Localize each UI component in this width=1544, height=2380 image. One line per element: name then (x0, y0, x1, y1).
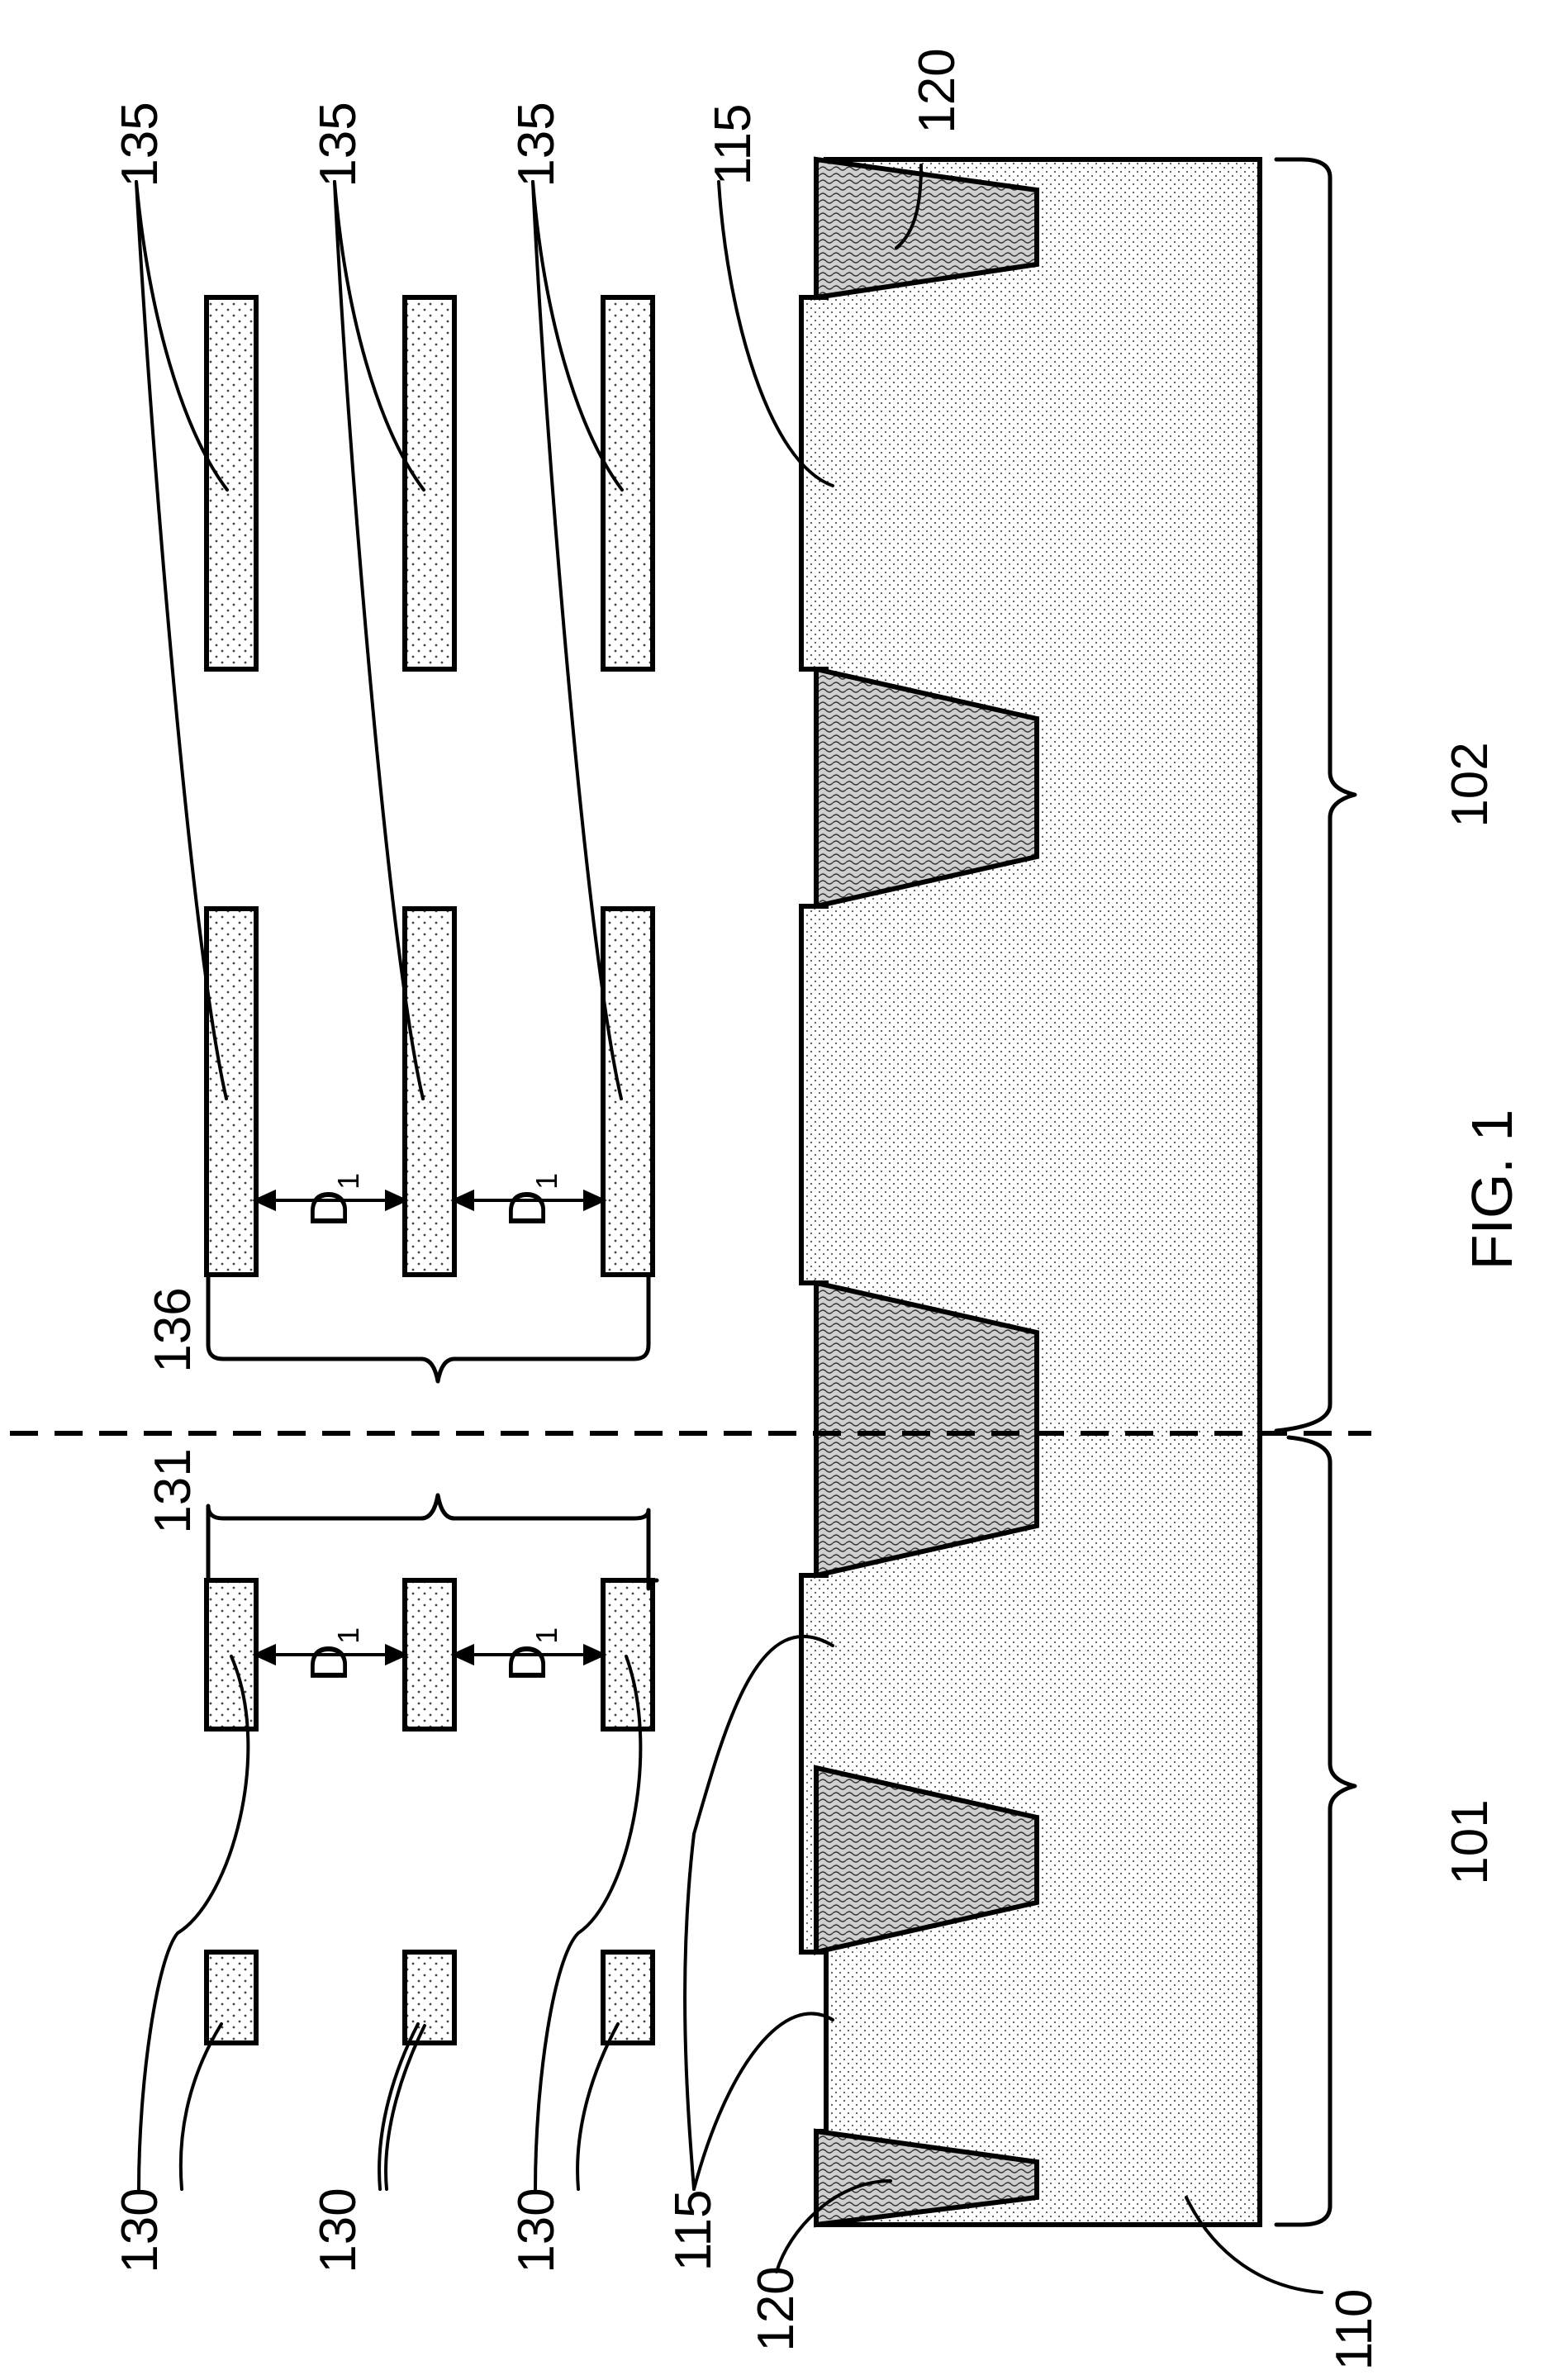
svg-text:D1: D1 (299, 1627, 365, 1682)
line-135 (603, 297, 653, 669)
label-131: 131 (145, 1448, 202, 1533)
spacing-label: D1 (299, 1173, 365, 1228)
line-130 (405, 1952, 454, 2043)
line-135 (207, 909, 256, 1275)
line-130 (603, 1580, 653, 1729)
second-lines (207, 297, 653, 1275)
label-135-middle: 135 (310, 102, 367, 187)
svg-text:D1: D1 (497, 1627, 563, 1682)
line-130 (405, 1580, 454, 1729)
label-136: 136 (145, 1287, 202, 1372)
label-135-top: 135 (112, 102, 169, 187)
label-110: 110 (1326, 2289, 1383, 2371)
spacing-label: D1 (299, 1627, 365, 1682)
isolation-trench (816, 1283, 1037, 1575)
label-120-left: 120 (748, 2266, 805, 2351)
brace-101 (1276, 1437, 1355, 2225)
spacing-label: D1 (497, 1173, 563, 1228)
figure-caption: FIG. 1 (1460, 1109, 1524, 1270)
label-120-right: 120 (909, 48, 966, 133)
label-130-top: 130 (112, 2188, 169, 2273)
label-115-right: 115 (705, 104, 762, 186)
label-130-bottom: 130 (508, 2188, 565, 2273)
label-101: 101 (1442, 1799, 1499, 1884)
svg-text:D1: D1 (299, 1173, 365, 1228)
line-135 (405, 909, 454, 1275)
label-115-left: 115 (665, 2190, 722, 2272)
brace-102 (1276, 159, 1355, 1431)
line-135 (405, 297, 454, 669)
label-102: 102 (1442, 742, 1499, 827)
brace-131 (208, 1495, 657, 1589)
line-135 (603, 909, 653, 1275)
line-130 (207, 1952, 256, 2043)
line-135 (207, 297, 256, 669)
line-130 (603, 1952, 653, 2043)
label-135-bottom: 135 (508, 102, 565, 187)
label-130-middle: 130 (310, 2188, 367, 2273)
spacing-label: D1 (497, 1627, 563, 1682)
svg-text:D1: D1 (497, 1173, 563, 1228)
line-130 (207, 1580, 256, 1729)
brace-136 (208, 1275, 648, 1381)
